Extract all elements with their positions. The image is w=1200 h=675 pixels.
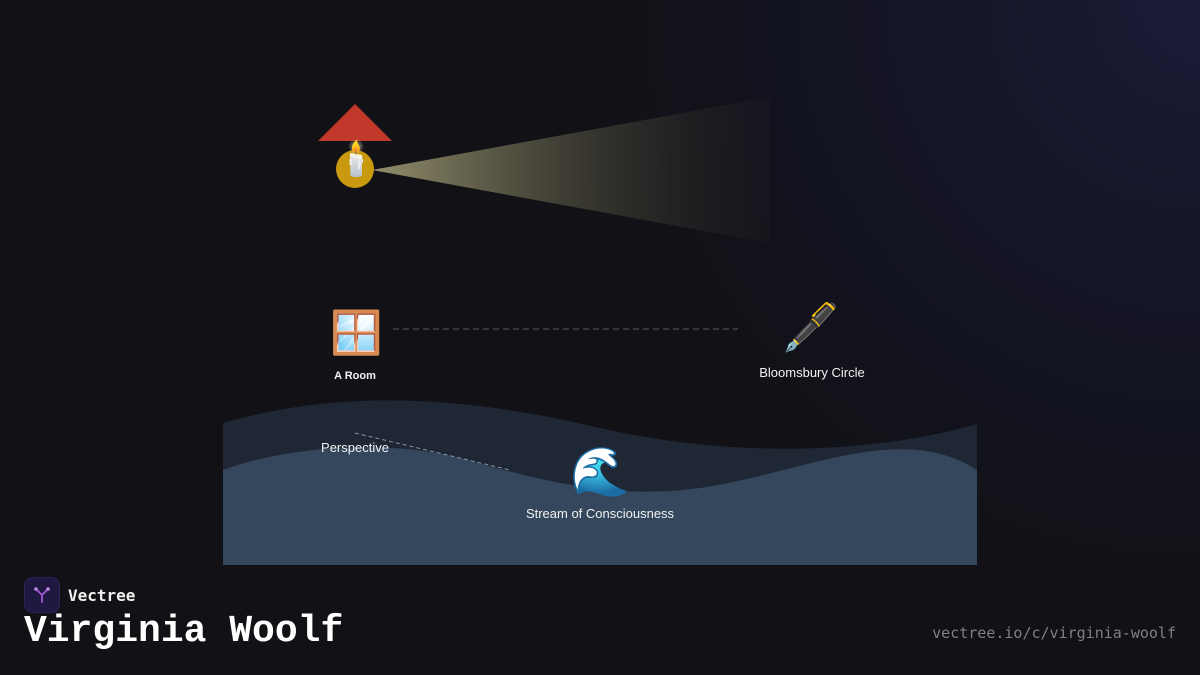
wave-front bbox=[223, 447, 977, 565]
page-title: Virginia Woolf bbox=[24, 610, 344, 653]
room-label: A Room bbox=[334, 370, 376, 382]
fountain-pen-icon: 🖋️ bbox=[782, 300, 840, 354]
brand[interactable]: Vectree bbox=[24, 577, 135, 613]
tree-fork-icon bbox=[24, 577, 60, 613]
page-url[interactable]: vectree.io/c/virginia-woolf bbox=[932, 624, 1176, 642]
bloomsbury-label: Bloomsbury Circle bbox=[759, 365, 865, 380]
lighthouse-lamp bbox=[336, 150, 374, 188]
window-icon: 🪟 bbox=[330, 308, 383, 357]
brand-name: Vectree bbox=[68, 585, 136, 605]
perspective-label: Perspective bbox=[321, 440, 389, 455]
lighthouse-beam bbox=[372, 97, 770, 243]
stream-label: Stream of Consciousness bbox=[525, 506, 675, 521]
perspective-stream-connector bbox=[354, 432, 511, 471]
lighthouse-roof bbox=[318, 104, 392, 141]
wave-icon: 🌊 bbox=[570, 444, 630, 500]
candle-icon: 🕯️ bbox=[335, 139, 378, 179]
